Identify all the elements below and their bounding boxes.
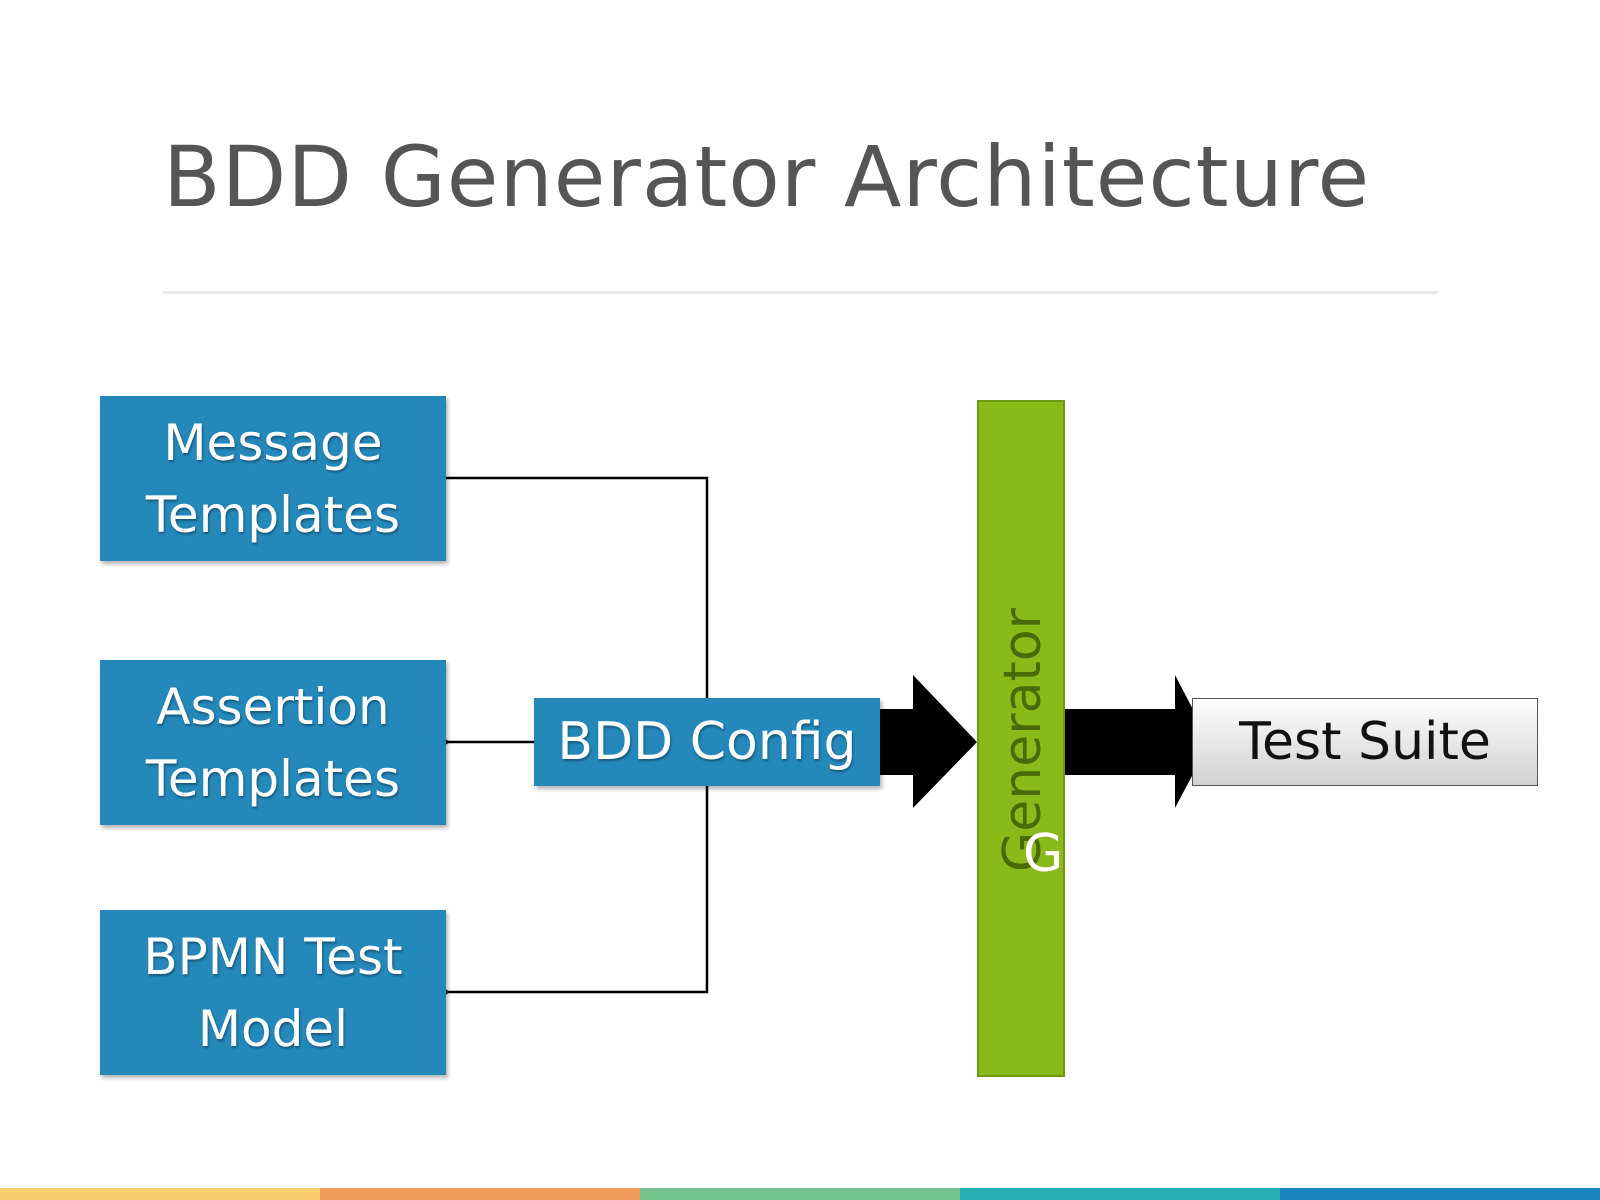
assertion-templates-box: Assertion Templates — [100, 660, 446, 825]
slide-title: BDD Generator Architecture — [163, 128, 1371, 226]
message-templates-box: Message Templates — [100, 396, 446, 561]
test-suite-box: Test Suite — [1192, 698, 1538, 786]
footer-stripe-3 — [640, 1188, 960, 1200]
generator-to-suite-arrow — [1065, 675, 1210, 808]
title-divider — [163, 291, 1438, 294]
bpmn-test-model-line2: Model — [197, 999, 349, 1058]
footer-stripe-5 — [1280, 1188, 1600, 1200]
bpmn-test-model-box: BPMN Test Model — [100, 910, 446, 1075]
footer-stripe-2 — [320, 1188, 640, 1200]
config-to-bpmn-connector — [448, 786, 709, 992]
generator-ghost-text: G — [1023, 824, 1064, 884]
bdd-config-label: BDD Config — [557, 712, 857, 772]
bdd-config-box: BDD Config — [534, 698, 880, 786]
assertion-templates-line1: Assertion — [156, 677, 390, 736]
footer-stripe-1 — [0, 1188, 320, 1200]
assertion-templates-line2: Templates — [145, 749, 401, 808]
bpmn-test-model-line1: BPMN Test — [143, 927, 403, 986]
footer-stripe-4 — [960, 1188, 1280, 1200]
message-templates-line2: Templates — [145, 485, 401, 544]
config-to-message-connector — [444, 478, 709, 698]
config-to-generator-arrow — [880, 675, 977, 808]
test-suite-label: Test Suite — [1239, 712, 1491, 772]
generator-block: Generator G — [977, 400, 1065, 1077]
message-templates-line1: Message — [163, 413, 383, 472]
